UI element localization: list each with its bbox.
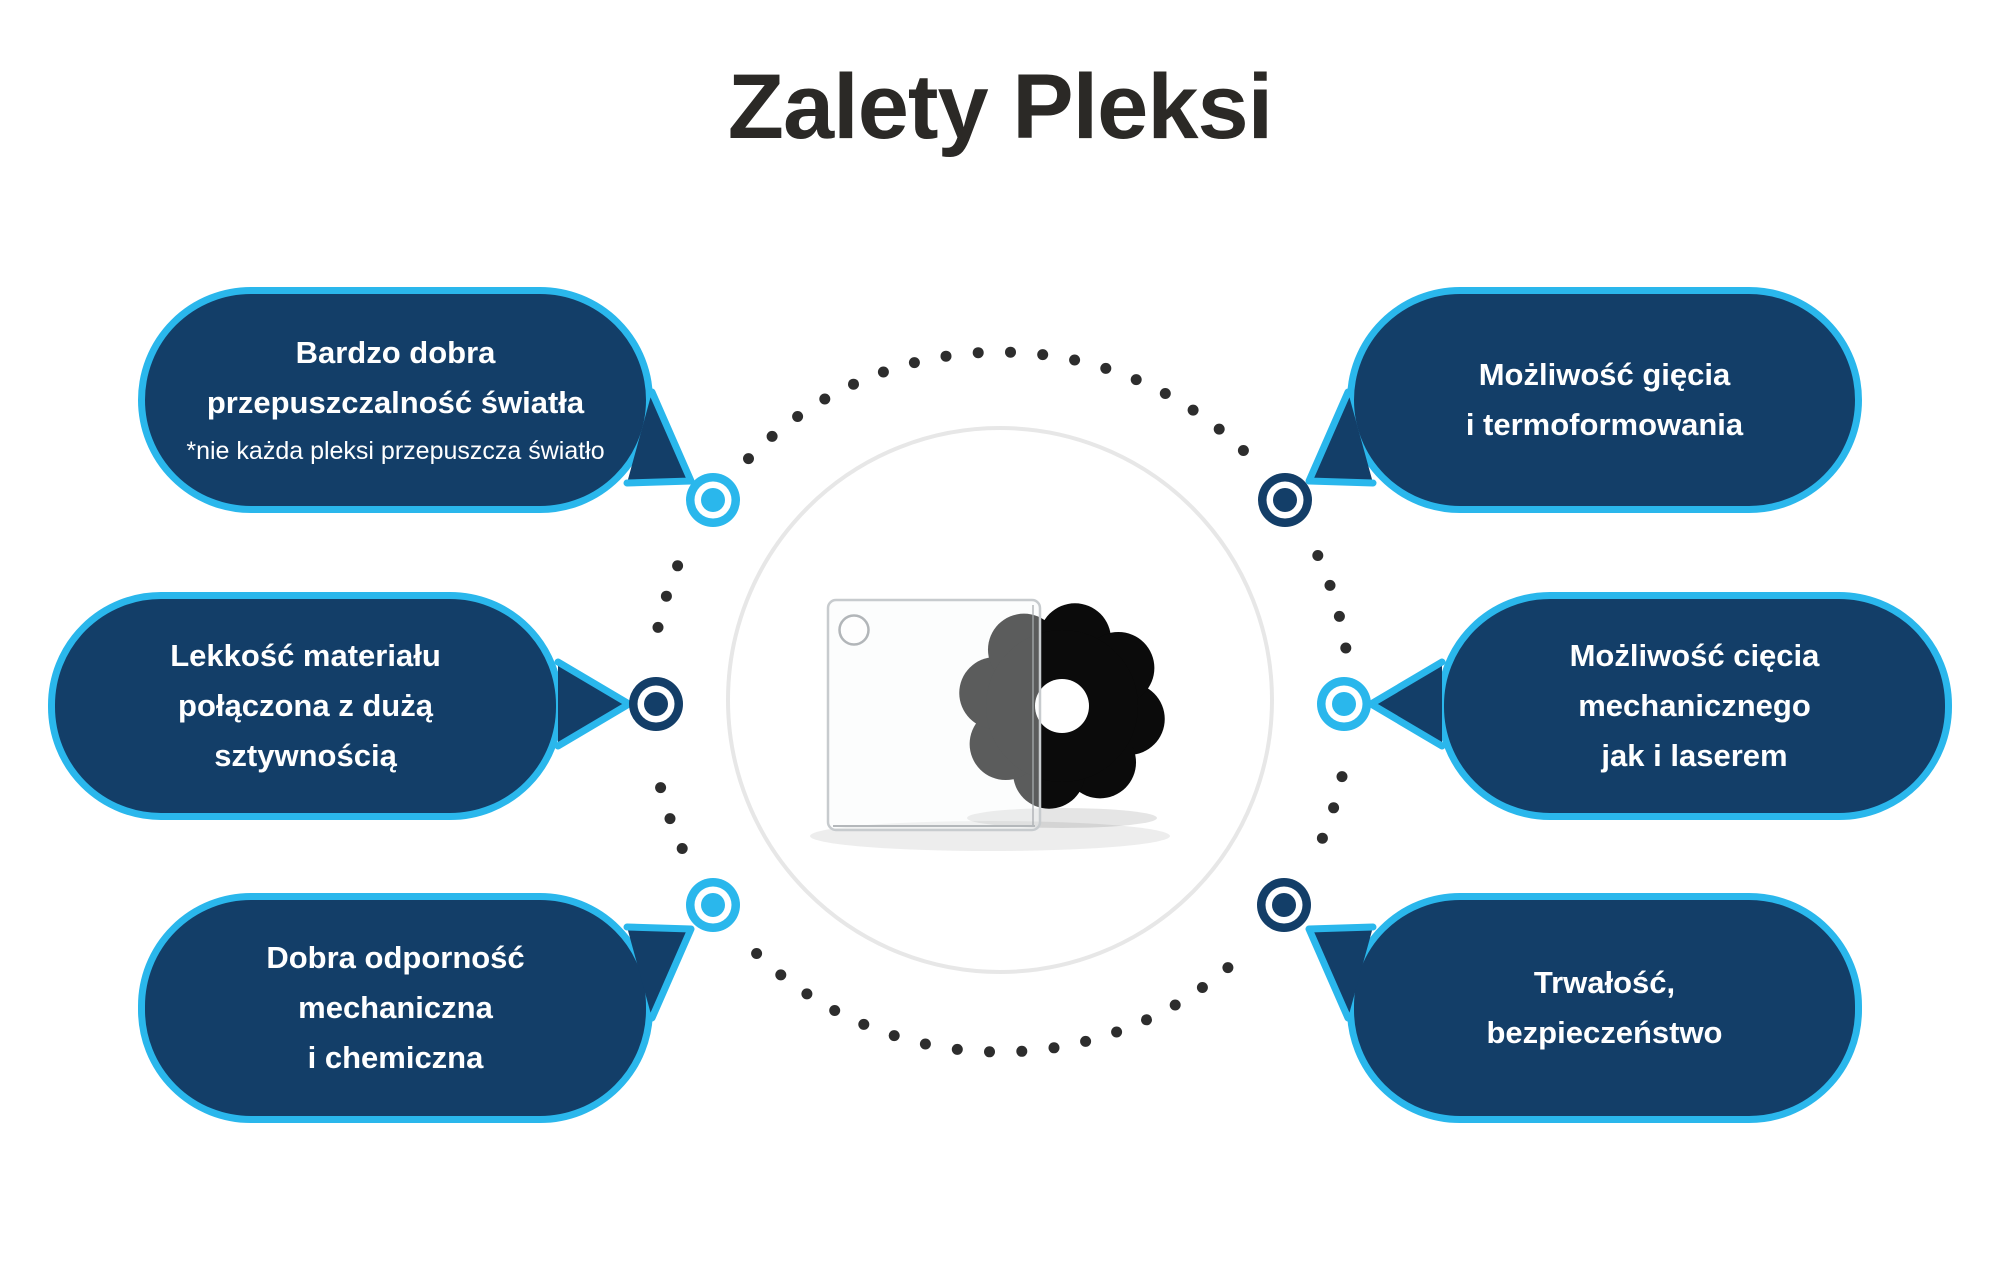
bubble-tail: [1367, 658, 1446, 750]
bubble-line: Trwałość,: [1533, 965, 1676, 1000]
bubble-line: sztywnością: [214, 738, 397, 773]
bubble-line: Możliwość gięcia: [1478, 357, 1731, 392]
bubble-line: mechaniczna: [298, 990, 493, 1025]
bullseye-ring-icon-bottom-right: [1257, 878, 1311, 932]
bubble-line: połączona z dużą: [178, 688, 433, 723]
bubble-line: Dobra odporność: [266, 940, 525, 975]
center-circle: [726, 426, 1274, 974]
bubble-lightweight-stiffness: Lekkość materiału połączona z dużą sztyw…: [48, 592, 563, 820]
bubble-line: Lekkość materiału: [170, 638, 441, 673]
bubble-line: mechanicznego: [1578, 688, 1811, 723]
bullseye-ring-icon-middle-left: [629, 677, 683, 731]
bubble-bending-thermoforming: Możliwość gięcia i termoformowania: [1347, 287, 1862, 513]
bullseye-ring-icon-bottom-left: [686, 878, 740, 932]
bubble-line: przepuszczalność światła: [206, 385, 585, 420]
bubble-tail: [554, 658, 633, 750]
bubble-cutting-mechanical-laser: Możliwość cięcia mechanicznego jak i las…: [1437, 592, 1952, 820]
bubble-line: i chemiczna: [307, 1040, 484, 1075]
bubble-light-transmission: Bardzo dobra przepuszczalność światła *n…: [138, 287, 653, 513]
bubble-durability-safety: Trwałość, bezpieczeństwo: [1347, 893, 1862, 1123]
bullseye-ring-icon-middle-right: [1317, 677, 1371, 731]
bubble-line: jak i laserem: [1601, 738, 1788, 773]
bubble-line: bezpieczeństwo: [1486, 1015, 1723, 1050]
bubble-line: i termoformowania: [1465, 407, 1744, 442]
dotted-circle: [652, 346, 1352, 1058]
bubble-line: Możliwość cięcia: [1569, 638, 1820, 673]
page-title: Zalety Pleksi: [727, 56, 1273, 158]
bubble-line: Bardzo dobra: [295, 335, 496, 370]
center-photo-plexiglass-flower: [810, 598, 1170, 851]
bubble-note: *nie każda pleksi przepuszcza światło: [186, 437, 605, 465]
bullseye-ring-icon-top-right: [1258, 473, 1312, 527]
bubble-mechanical-chemical-resistance: Dobra odporność mechaniczna i chemiczna: [138, 893, 653, 1123]
bullseye-ring-icon-top-left: [686, 473, 740, 527]
